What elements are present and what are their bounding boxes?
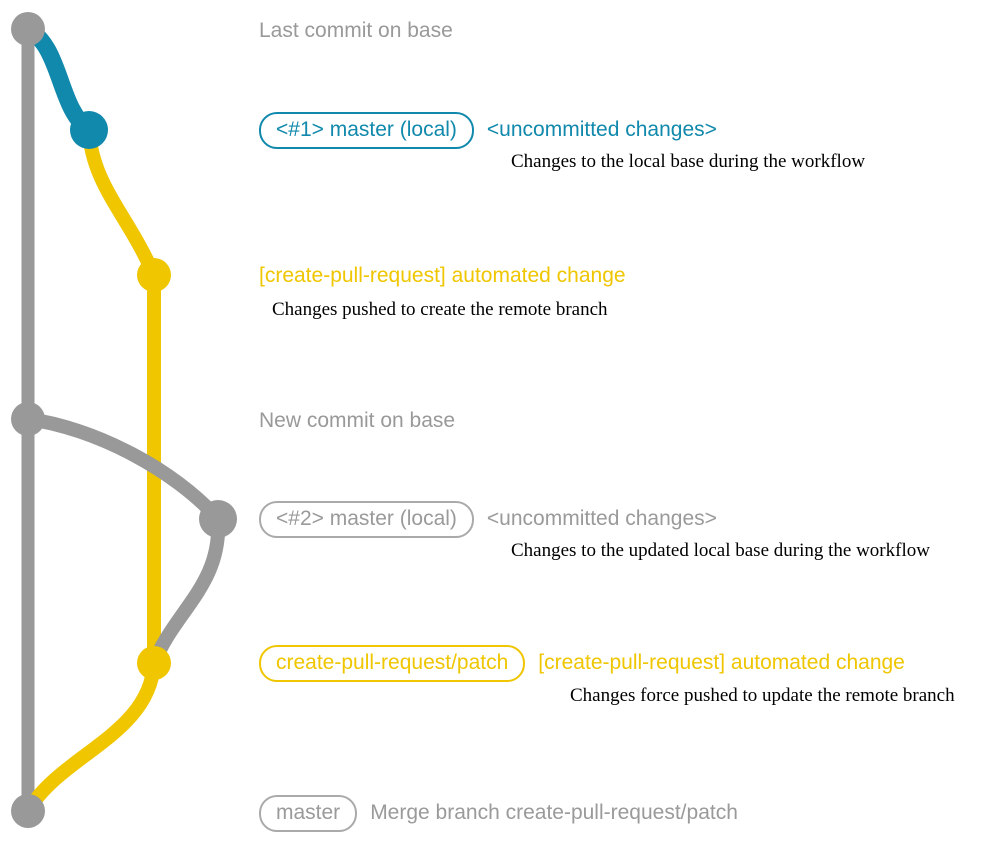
branch-badge-master-local-1[interactable]: <#1> master (local) — [259, 112, 474, 149]
row-subtitle-uncommitted-changes-1: Changes to the local base during the wor… — [511, 151, 866, 172]
branch-badge-create-pull-request-patch[interactable]: create-pull-request/patch — [259, 645, 526, 682]
commit-message-automated-change-1: [create-pull-request] automated change — [259, 264, 626, 287]
commit-node-automated-change-2[interactable] — [137, 646, 171, 680]
branch-line-gray-branch — [21, 412, 225, 526]
commit-node-automated-change-1[interactable] — [137, 258, 171, 292]
commit-node-uncommitted-changes-2[interactable] — [199, 500, 237, 538]
row-subtitle-uncommitted-changes-2: Changes to the updated local base during… — [511, 540, 930, 561]
commit-message-automated-change-2: [create-pull-request] automated change — [538, 651, 905, 674]
row-uncommitted-changes-2: <#2> master (local) <uncommitted changes… — [259, 501, 717, 538]
row-merge-commit: master Merge branch create-pull-request/… — [259, 795, 738, 832]
commit-node-last-commit-on-base[interactable] — [11, 12, 45, 46]
commit-node-new-commit-on-base[interactable] — [11, 402, 45, 436]
branch-badge-master-local-2[interactable]: <#2> master (local) — [259, 501, 474, 538]
row-label-new-commit-on-base: New commit on base — [259, 409, 456, 432]
git-commit-graph — [11, 12, 237, 828]
commit-node-uncommitted-changes-1[interactable] — [70, 111, 108, 149]
row-uncommitted-changes-1: <#1> master (local) <uncommitted changes… — [259, 112, 717, 149]
commit-message-uncommitted-changes-2: <uncommitted changes> — [486, 507, 717, 530]
row-automated-change-2: create-pull-request/patch [create-pull-r… — [259, 645, 905, 682]
branch-line-yellow-merge — [21, 656, 161, 818]
commit-node-merge-commit[interactable] — [11, 794, 45, 828]
commit-message-uncommitted-changes-1: <uncommitted changes> — [486, 118, 717, 141]
row-subtitle-automated-change-1: Changes pushed to create the remote bran… — [272, 299, 608, 320]
commit-message-merge-commit: Merge branch create-pull-request/patch — [370, 801, 738, 824]
branch-badge-master[interactable]: master — [259, 795, 358, 832]
branch-line-gray-to-yellow — [147, 512, 226, 670]
branch-line-yellow-upper — [82, 123, 161, 282]
row-subtitle-automated-change-2: Changes force pushed to update the remot… — [570, 685, 955, 706]
row-label-last-commit-on-base: Last commit on base — [259, 19, 453, 42]
